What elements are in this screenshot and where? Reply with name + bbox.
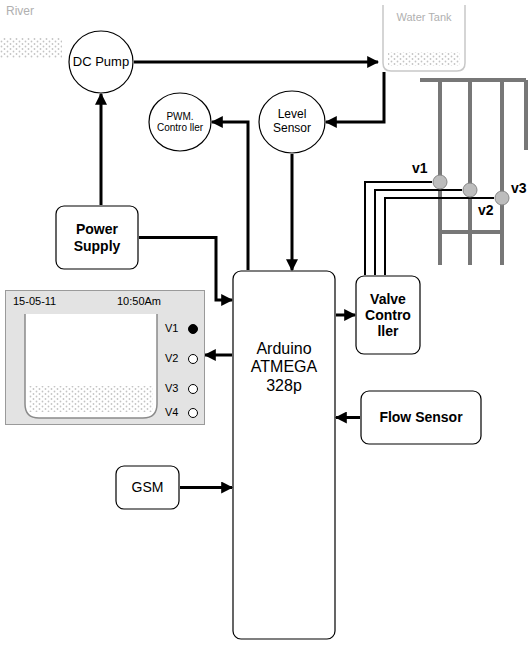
text-holder: Valve Contro ller: [355, 275, 421, 355]
node-text: V1: [165, 322, 178, 335]
valve-label: v1: [412, 160, 428, 176]
arrow-connector: [205, 354, 232, 357]
arrow-connector: [336, 314, 355, 317]
node-text: DC Pump: [73, 55, 129, 70]
node-text: Arduino ATMEGA 328p: [235, 340, 333, 395]
process-box: GSM: [115, 465, 180, 510]
controller-circle: PWM. Contro ller: [148, 92, 212, 152]
valve-label: v2: [478, 202, 494, 218]
node-text: V4: [165, 406, 178, 419]
node-text: Level Sensor: [261, 108, 323, 136]
river-label: River: [6, 4, 34, 18]
process-box: Power Supply: [55, 205, 139, 270]
pump-circle: DC Pump: [68, 30, 134, 94]
sensor-circle: Level Sensor: [258, 90, 326, 154]
node-text: GSM: [132, 479, 164, 495]
river-water: [0, 38, 62, 58]
arrow-connector: [326, 72, 384, 122]
node-text: V3: [165, 382, 178, 395]
arrow-connector: [180, 486, 232, 489]
display-panel: 15-05-11 10:50AmV1V2V3V4: [5, 290, 205, 425]
node-text: Flow Sensor: [379, 409, 462, 425]
node-text: PWM. Contro ller: [151, 111, 209, 134]
text-holder: Power Supply: [55, 205, 139, 270]
text-holder: Flow Sensor: [360, 390, 482, 445]
node-text: V2: [165, 352, 178, 365]
node-text: 15-05-11: [13, 295, 56, 308]
node-text: Power Supply: [58, 221, 136, 253]
arrow-connector: [336, 416, 360, 419]
text-holder: DC Pump: [68, 30, 134, 94]
controller-box: Arduino ATMEGA 328p: [232, 270, 336, 640]
text-holder: Level Sensor: [258, 90, 326, 154]
text-holder: PWM. Contro ller: [148, 92, 212, 152]
pipe-network: [420, 80, 526, 265]
arrow-connector: [291, 154, 294, 270]
arrow-connector: [100, 94, 103, 205]
node-outline: [232, 270, 336, 640]
text-holder: Water Tank: [378, 5, 470, 72]
water-tank: Water Tank: [378, 5, 470, 72]
valve-label: v3: [511, 180, 527, 196]
text-holder: GSM: [115, 465, 180, 510]
node-text: Valve Contro ller: [358, 291, 418, 339]
node-text: 10:50Am: [117, 295, 161, 308]
process-box: Valve Contro ller: [355, 275, 421, 355]
node-text: Water Tank: [396, 11, 451, 24]
arrow-connector: [134, 61, 378, 64]
process-box: Flow Sensor: [360, 390, 482, 445]
valve-symbols: [433, 175, 509, 205]
valve-wires: [365, 182, 494, 275]
text-holder: Arduino ATMEGA 328p: [232, 270, 336, 640]
